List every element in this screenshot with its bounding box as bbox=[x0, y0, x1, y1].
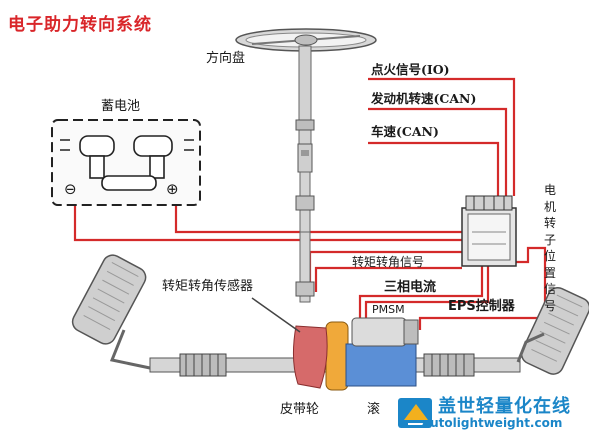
ignition-signal-label: 点火信号(IO) bbox=[371, 62, 450, 77]
rotor-position-label: 电机转子位置信号 bbox=[543, 183, 556, 313]
eps-controller-label: EPS控制器 bbox=[448, 299, 515, 314]
ball-screw-label: 滚 bbox=[367, 402, 381, 417]
steering-wheel bbox=[235, 28, 377, 52]
vehicle-speed-label: 车速(CAN) bbox=[371, 124, 439, 139]
three-phase-wire-2 bbox=[364, 262, 490, 320]
battery-minus-symbol: ⊖ bbox=[64, 180, 77, 198]
steering-wheel-label: 方向盘 bbox=[206, 51, 246, 66]
left-wheel bbox=[71, 254, 151, 370]
vehicle-speed-wire bbox=[368, 141, 500, 196]
battery bbox=[51, 119, 201, 206]
three-phase-wire-1 bbox=[358, 262, 484, 320]
rotor-position-wire bbox=[418, 246, 547, 330]
watermark-url: autolightweight.com bbox=[422, 416, 563, 430]
battery-plus-symbol: ⊕ bbox=[166, 180, 179, 198]
torque-signal-wire-2 bbox=[314, 266, 462, 292]
eps-controller bbox=[461, 195, 517, 267]
ignition-wire bbox=[368, 77, 516, 196]
belt-wheel-label: 皮带轮 bbox=[280, 402, 320, 417]
diagram-title: 电子助力转向系统 bbox=[8, 15, 152, 35]
battery-positive-wire bbox=[174, 196, 482, 234]
engine-speed-wire bbox=[368, 107, 508, 196]
engine-speed-label: 发动机转速(CAN) bbox=[371, 91, 477, 106]
steering-column bbox=[295, 45, 315, 303]
watermark-brand: 盖世轻量化在线 bbox=[438, 396, 571, 417]
three-phase-current-label: 三相电流 bbox=[384, 280, 437, 295]
battery-label: 蓄电池 bbox=[101, 99, 141, 114]
pmsm-label: PMSM bbox=[372, 303, 405, 316]
right-wheel bbox=[516, 286, 589, 375]
torque-sensor-label: 转矩转角传感器 bbox=[162, 279, 254, 294]
torque-signal-label: 转矩转角信号 bbox=[352, 255, 425, 269]
watermark-logo bbox=[398, 398, 432, 428]
torque-angle-sensor bbox=[251, 297, 328, 389]
motor-assembly bbox=[325, 317, 419, 391]
